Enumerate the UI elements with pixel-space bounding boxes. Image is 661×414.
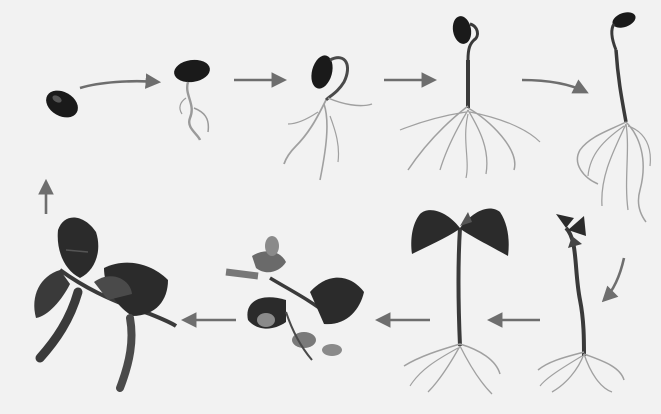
stage-sprout-hook bbox=[400, 15, 540, 178]
stage-seed-with-radicle bbox=[173, 58, 212, 140]
stage-flowering-plant bbox=[226, 236, 364, 360]
arrow-5 bbox=[604, 258, 624, 300]
stage-mature-plant-with-pods bbox=[34, 217, 176, 388]
arrow-1 bbox=[80, 81, 158, 88]
stage-seed bbox=[41, 85, 82, 123]
stage-seedling-first-leaves bbox=[538, 214, 624, 392]
stage-germinating-seed bbox=[284, 53, 372, 180]
stage-seedling-two-leaves bbox=[404, 209, 509, 394]
arrow-4 bbox=[522, 80, 586, 92]
stage-young-shoot bbox=[577, 9, 650, 222]
